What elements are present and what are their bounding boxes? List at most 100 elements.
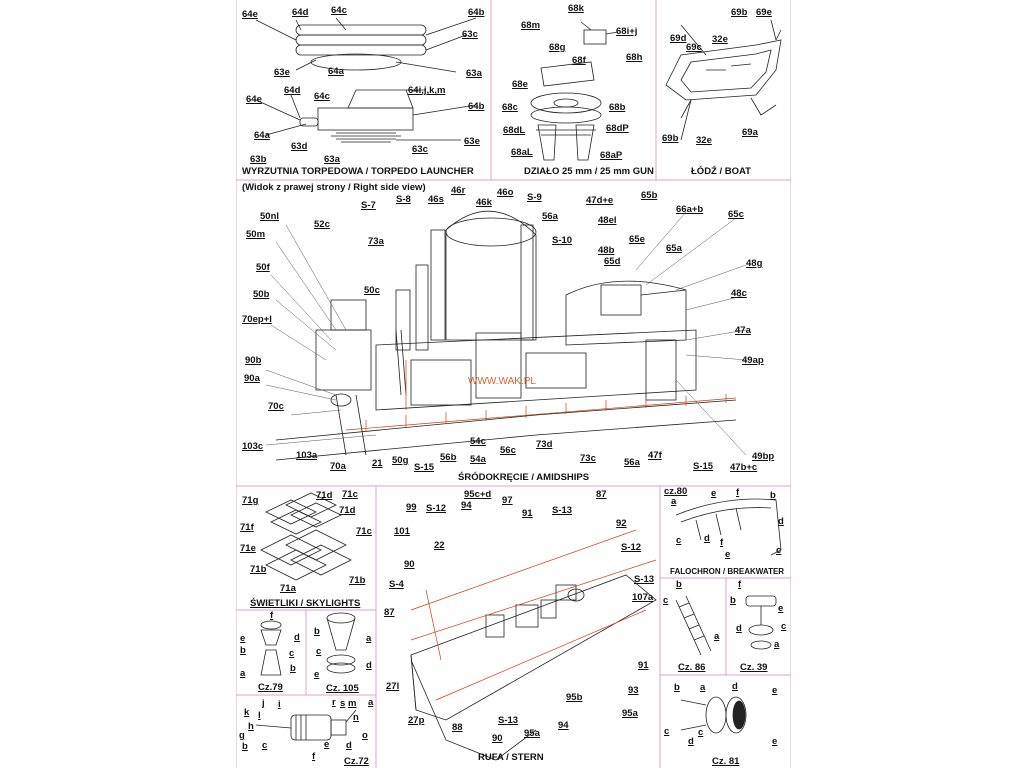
part-label: f [270,610,274,621]
part-label: 71d [339,505,356,516]
part-label: i [278,699,281,710]
part-label: 27p [408,715,425,726]
part-label: c [676,535,682,546]
part-label: 95a [524,728,540,739]
part-label: 68aP [600,150,623,161]
part-label: 65e [629,234,645,245]
part-label: 63c [412,144,428,155]
part-label: 88 [452,722,463,733]
part-label: d [294,632,300,643]
part-label: S-13 [634,574,655,585]
part-label: c [316,646,322,657]
part-label: 64a [254,130,270,141]
part-label: 63d [291,141,308,152]
part-label: 69b [662,133,679,144]
part-label: 68e [512,79,528,90]
part-label: b [676,579,682,590]
amidships-subtitle: (Widok z prawej strony / Right side view… [242,182,426,193]
breakwater-title: FALOCHRON / BREAKWATER [670,567,785,576]
part-label: 49ap [742,355,764,366]
stern-title: RUFA / STERN [478,752,544,763]
part-label: a [714,631,720,642]
boat-title: ŁÓDŹ / BOAT [691,166,751,177]
part-label: 32e [712,34,728,45]
part-label: 71d [316,490,333,501]
part-label: 46s [428,194,444,205]
part-label: 63e [274,67,290,78]
part-label: 66a+b [676,204,704,215]
part-label: 21 [372,458,383,469]
part-label: 70ep+l [242,314,272,325]
part-label: 63b [250,154,267,165]
part-label: l [258,710,261,721]
part-label: r [332,697,336,708]
part-label: 50m [246,229,266,240]
part-label: 90b [245,355,262,366]
part-label: S-4 [389,579,404,590]
part-label: 50nl [260,211,280,222]
part-label: 90 [404,559,415,570]
part-label: 46r [451,185,466,196]
part-label: S-13 [498,715,519,726]
part-label: 71e [240,543,256,554]
part-label: 69b [731,7,748,18]
part-label: e [772,736,778,747]
part-label: 47d+e [586,195,614,206]
part-label: 68dL [503,125,526,136]
part-label: 63c [462,29,478,40]
part-label: 101 [394,526,410,537]
part-label: s [340,698,346,709]
part-label: 103a [296,450,318,461]
part-label: h [248,721,254,732]
part-label: S-15 [693,461,714,472]
part-label: f [736,487,740,498]
part-label: 71a [280,583,296,594]
gun-title: DZIAŁO 25 mm / 25 mm GUN [524,166,654,177]
part-label: 71c [342,489,358,500]
part-label: 50g [392,455,409,466]
part-label: 56a [542,211,558,222]
part-label: b [730,595,736,606]
part-label: c [289,648,295,659]
part-label: o [362,730,368,741]
part-label: 99 [406,502,417,513]
part-label: e [778,603,784,614]
part-label: 63a [324,154,340,165]
part-label: 48el [598,215,617,226]
instruction-sheet: 64e 64d 64c 64b 63c 63e 64a 63a 64e 64d … [236,0,791,768]
cz105-title: Cz. 105 [326,683,359,694]
part-label: 87 [384,607,395,618]
part-label: 56a [624,457,640,468]
part-label: a [366,633,372,644]
part-label: 68dP [606,123,629,134]
part-label: f [312,751,316,762]
part-label: 50f [256,262,270,273]
part-label: 47b+c [730,462,758,473]
part-label: b [770,490,776,501]
part-label: 50c [364,285,380,296]
part-label: 64e [246,94,262,105]
part-label: 69c [686,42,702,53]
part-label: e [324,739,330,750]
part-label: 50b [253,289,270,300]
part-label: b [290,663,296,674]
part-label: n [353,712,359,723]
part-label: 73c [580,453,596,464]
part-label: 64d [292,7,309,18]
amidships-title: ŚRÓDOKRĘCIE / AMIDSHIPS [458,472,590,483]
part-label: d [732,681,738,692]
part-label: 68g [549,42,566,53]
part-label: S-8 [396,194,411,205]
part-label: 71c [356,526,372,537]
part-label: 64b [468,101,485,112]
diagram-drawing [236,0,791,768]
part-label: 92 [616,518,627,529]
part-label: d [346,740,352,751]
part-label: 64e [242,9,258,20]
part-label: 48b [598,245,615,256]
part-label: e [772,685,778,696]
part-label: 69a [742,127,758,138]
part-label: 107a [632,592,654,603]
part-label: 68k [568,3,584,14]
part-label: a [774,639,780,650]
